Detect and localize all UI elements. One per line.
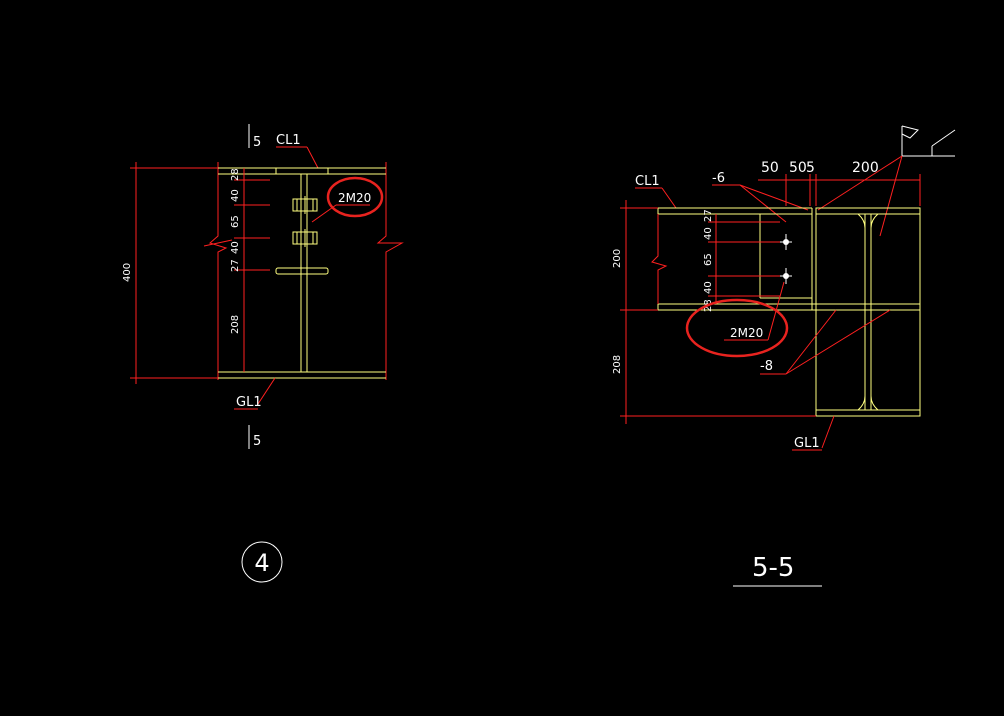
bolt-label-right: 2M20 <box>730 326 763 340</box>
dim-left-208: 208 <box>612 355 623 374</box>
detail-5-5: 50 50 5 200 CL1 -6 <box>612 125 956 587</box>
dim-r-27: 27 <box>703 209 714 222</box>
plate-top-label: -6 <box>712 171 725 186</box>
section-title: 5-5 <box>752 553 794 583</box>
dim-top-5: 5 <box>806 160 815 176</box>
break-line-left <box>208 162 228 380</box>
dim-r-40b: 40 <box>703 281 714 294</box>
beam-top-label: CL1 <box>276 133 301 148</box>
dim-overall: 400 <box>122 263 133 282</box>
beam-bottom-label-right: GL1 <box>794 436 820 451</box>
bolt-right-1 <box>780 234 792 250</box>
break-line-right <box>376 162 404 380</box>
annotation-circle-left <box>326 176 384 218</box>
dim-r-40a: 40 <box>703 227 714 240</box>
dim-top-50a: 50 <box>761 160 779 176</box>
dim-top-50b: 50 <box>789 160 807 176</box>
dim-208: 208 <box>230 315 241 334</box>
dim-top-200: 200 <box>852 160 879 176</box>
cl1-bottom-flange <box>275 267 329 275</box>
detail-number-circle <box>241 541 283 583</box>
dim-27: 27 <box>230 259 241 272</box>
weld-symbol <box>817 125 956 237</box>
section-mark-bottom: 5 <box>253 434 261 449</box>
dim-40a: 40 <box>230 189 241 202</box>
detail-number: 4 <box>254 549 269 577</box>
dim-65: 65 <box>230 215 241 228</box>
dim-left-200: 200 <box>612 249 623 268</box>
bolt-1 <box>292 196 318 214</box>
beam-top-label-right: CL1 <box>635 174 660 189</box>
section-mark-top: 5 <box>253 135 261 150</box>
beam-bottom-label: GL1 <box>236 395 262 410</box>
bolt-right-2 <box>780 268 792 284</box>
bolt-label: 2M20 <box>338 191 371 205</box>
detail-4: 5 5 CL1 <box>122 124 404 583</box>
annotation-circle-right <box>685 298 789 358</box>
dim-28: 28 <box>230 168 241 181</box>
dim-40b: 40 <box>230 241 241 254</box>
bolt-2 <box>292 229 318 247</box>
gl1-section <box>815 207 921 417</box>
plate-bottom-label: -8 <box>760 359 773 374</box>
dim-r-65: 65 <box>703 253 714 266</box>
break-line-right-detail <box>651 214 668 304</box>
